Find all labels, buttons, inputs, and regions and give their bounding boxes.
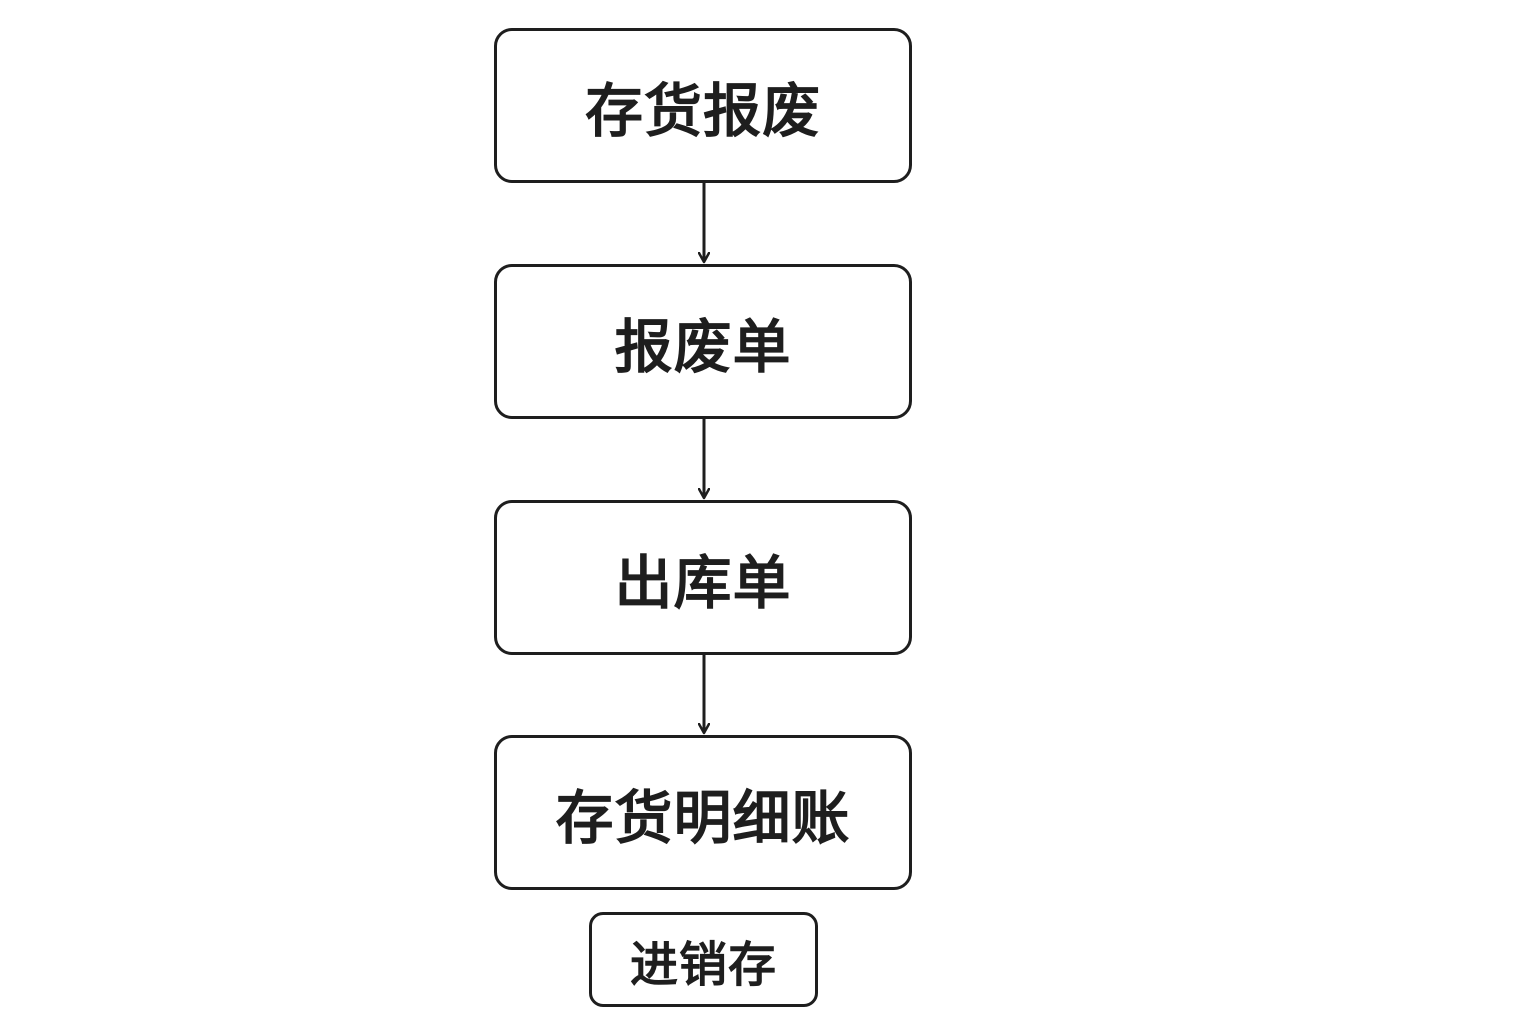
node-scrap-form: 报废单 (494, 264, 912, 419)
node-label: 进销存 (629, 936, 777, 993)
node-label: 出库单 (614, 548, 792, 617)
node-label: 报废单 (614, 312, 792, 381)
node-purchase-sales-inventory: 进销存 (589, 912, 818, 1007)
node-outbound-form: 出库单 (494, 500, 912, 655)
node-inventory-ledger: 存货明细账 (494, 735, 912, 890)
node-label: 存货明细账 (555, 783, 851, 852)
node-label: 存货报废 (584, 76, 821, 145)
node-inventory-scrap: 存货报废 (494, 28, 912, 183)
